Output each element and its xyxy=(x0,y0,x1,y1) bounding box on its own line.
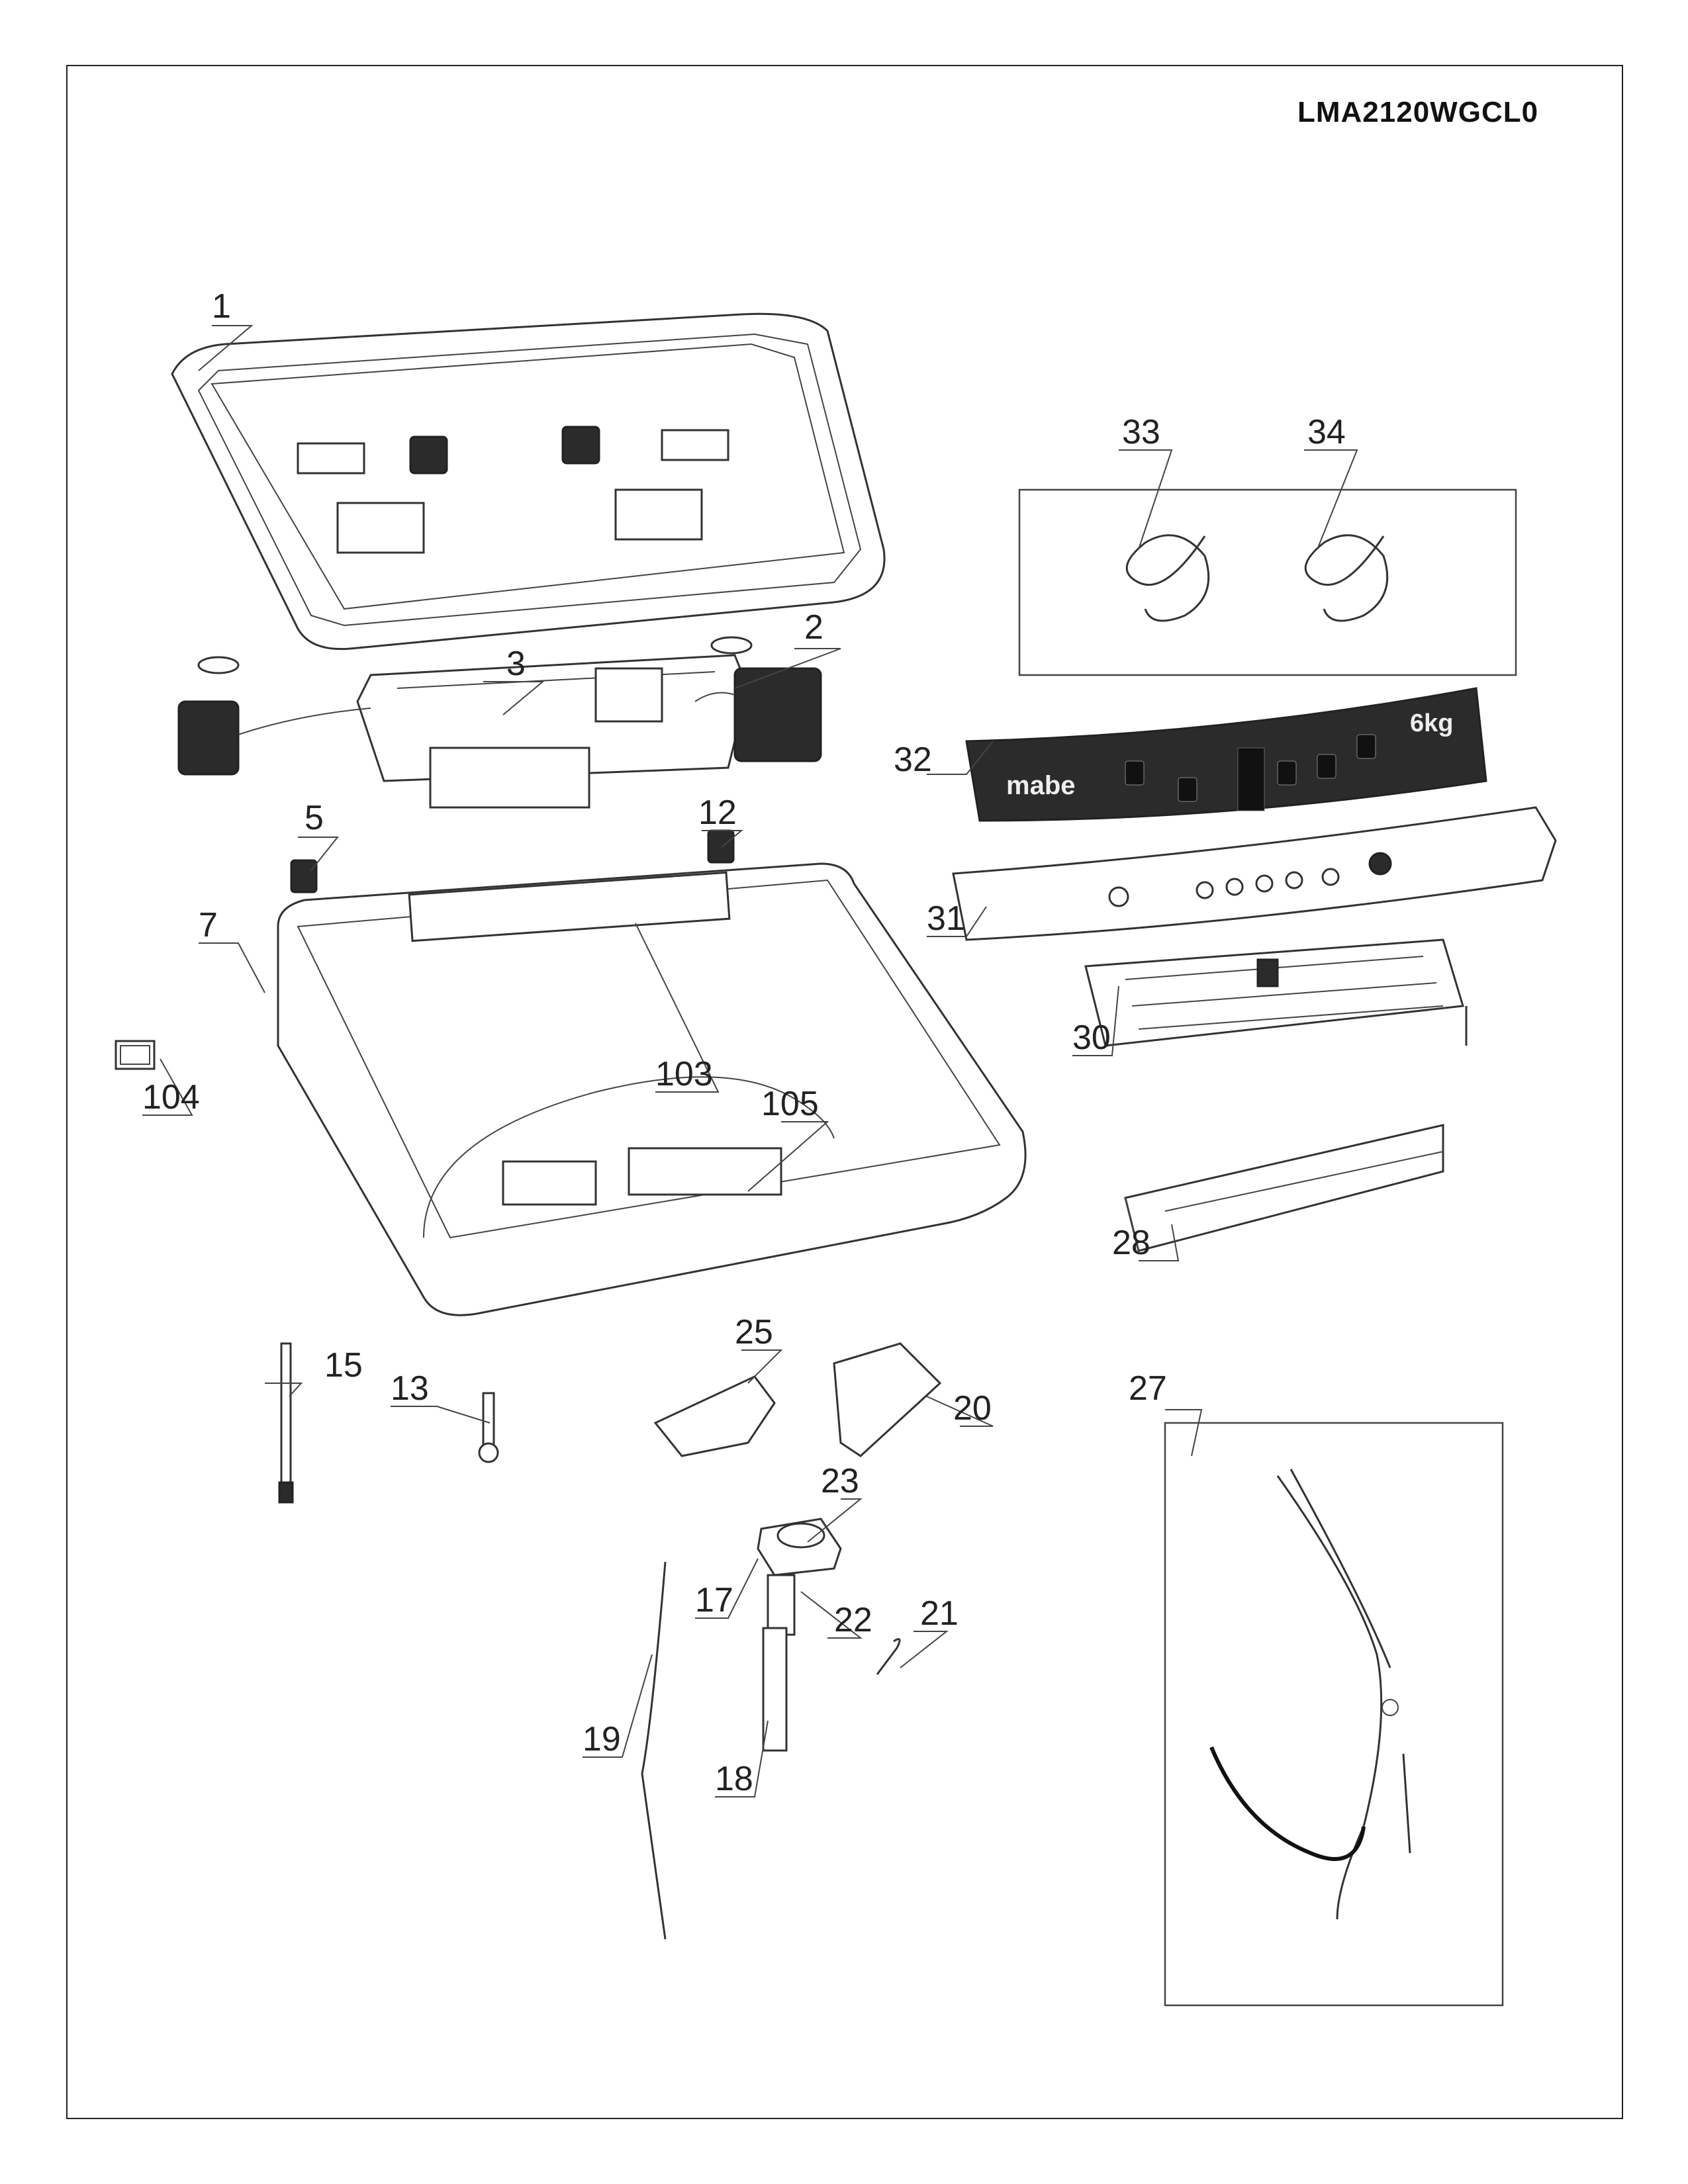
callout-18: 18 xyxy=(715,1760,753,1798)
callout-20: 20 xyxy=(953,1389,992,1428)
callout-22: 22 xyxy=(834,1601,872,1639)
part-control-panel-overlay: mabe 6kg xyxy=(965,687,1487,822)
callout-28: 28 xyxy=(1112,1224,1150,1262)
part-dispenser-assembly xyxy=(177,636,822,809)
callout-13: 13 xyxy=(391,1369,429,1408)
callout-labels: 1 2 3 5 7 12 13 15 17 18 19 20 21 22 23 … xyxy=(142,287,1346,1798)
callout-7: 7 xyxy=(199,906,218,944)
callout-5: 5 xyxy=(305,799,324,837)
part-bracket-20 xyxy=(833,1342,942,1457)
callout-105: 105 xyxy=(761,1085,819,1123)
model-number: LMA2120WGCL0 xyxy=(1297,96,1539,128)
callout-33: 33 xyxy=(1122,413,1160,451)
part-lever-13 xyxy=(478,1392,499,1463)
part-bracket-28 xyxy=(1124,1124,1444,1252)
callout-12: 12 xyxy=(698,794,737,832)
part-clip-left xyxy=(290,859,318,893)
part-control-board xyxy=(1084,938,1468,1047)
part-hose-34 xyxy=(1304,534,1389,622)
inlet-valve-left xyxy=(177,700,240,776)
callout-103: 103 xyxy=(655,1055,713,1093)
part-control-panel-frame xyxy=(952,806,1557,941)
part-spring-21 xyxy=(876,1638,901,1675)
callout-19: 19 xyxy=(583,1720,621,1758)
part-hose-33 xyxy=(1125,534,1210,622)
part-wiring-harness xyxy=(1209,1469,1411,1920)
callout-34: 34 xyxy=(1307,413,1346,451)
part-clip-right xyxy=(707,829,735,864)
wiring-box xyxy=(1164,1422,1504,2007)
part-hose-19 xyxy=(641,1561,667,1940)
inlet-valve-right xyxy=(733,667,822,762)
part-pressure-assembly xyxy=(757,1518,842,1752)
callout-30: 30 xyxy=(1072,1019,1111,1057)
callout-21: 21 xyxy=(920,1594,959,1633)
callout-32: 32 xyxy=(894,741,932,779)
lid-hinge-right xyxy=(661,429,729,461)
callout-25: 25 xyxy=(735,1313,773,1351)
callout-31: 31 xyxy=(927,899,965,938)
callout-1: 1 xyxy=(212,287,231,326)
callout-23: 23 xyxy=(821,1462,859,1500)
hose-box xyxy=(1018,488,1517,676)
part-lid xyxy=(171,312,886,651)
part-top-cover xyxy=(277,862,1027,1316)
brand-logo: mabe xyxy=(1006,771,1076,800)
page-border xyxy=(66,65,1623,2119)
callout-17: 17 xyxy=(695,1581,733,1619)
callout-2: 2 xyxy=(804,608,823,647)
callout-15: 15 xyxy=(324,1346,363,1385)
callout-3: 3 xyxy=(506,645,526,683)
capacity-label: 6kg xyxy=(1410,709,1453,737)
lid-hinge-left xyxy=(297,442,365,475)
callout-27: 27 xyxy=(1129,1369,1167,1408)
part-rod-15 xyxy=(278,1342,294,1504)
leader-lines xyxy=(142,325,1358,1797)
part-bracket-25 xyxy=(653,1375,776,1457)
callout-104: 104 xyxy=(142,1078,200,1116)
